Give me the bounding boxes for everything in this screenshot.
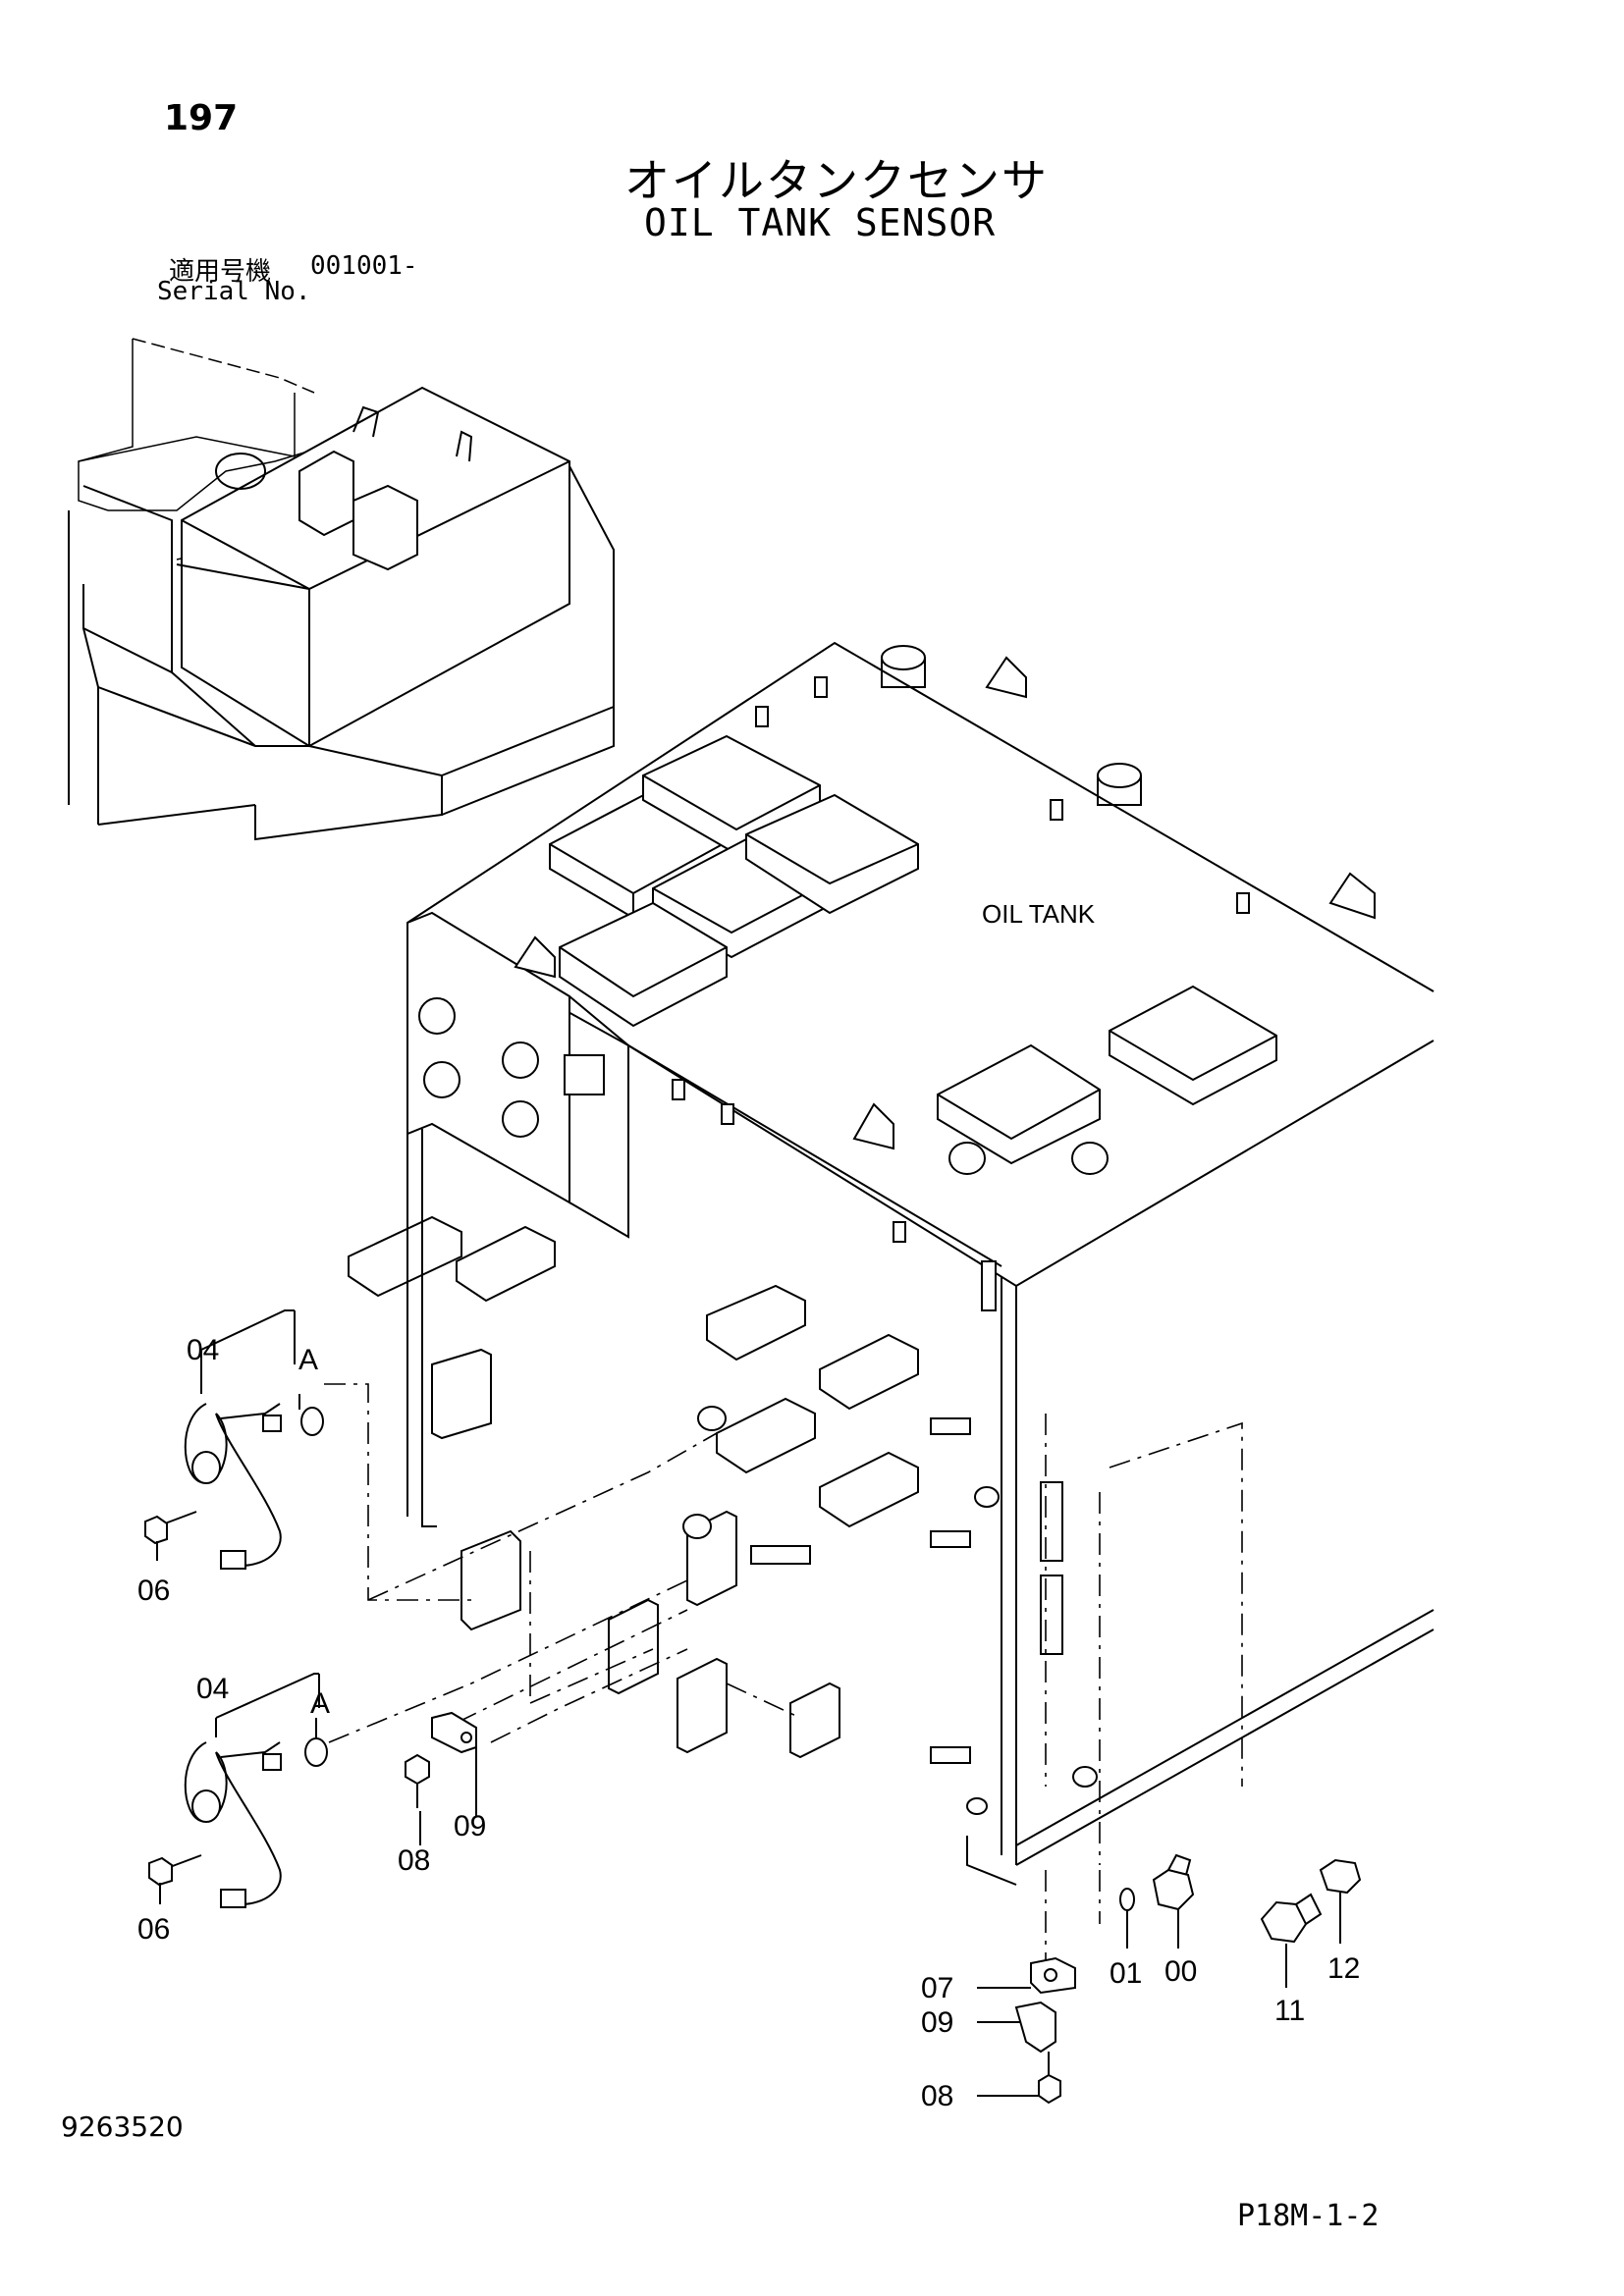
title-japanese: オイルタンクセンサ [624, 154, 1049, 207]
callout-01-washer: 01 [1110, 1957, 1142, 1990]
callout-09-middle: 09 [454, 1810, 486, 1842]
callout-11-adapter: 11 [1274, 1995, 1305, 2027]
callout-04-upper: 04 [187, 1334, 219, 1366]
oil-tank-drawing [348, 641, 1435, 1886]
callout-a-upper: A [298, 1344, 318, 1376]
callout-08-middle: 08 [398, 1844, 430, 1877]
callout-07-bottom: 07 [921, 1972, 953, 2004]
clip-and-bolt [405, 1711, 477, 1845]
lower-sensor-harness [148, 1673, 328, 1908]
title-english: OIL TANK SENSOR [644, 201, 997, 244]
callout-06-lower: 06 [137, 1913, 170, 1946]
callout-06-upper: 06 [137, 1575, 170, 1607]
oil-tank-label: OIL TANK [982, 899, 1096, 929]
serial-value: 001001- [310, 251, 418, 281]
part-number: 9263520 [61, 2110, 184, 2143]
leader-lines [324, 1383, 1243, 1963]
callout-12-plug: 12 [1327, 1952, 1360, 1985]
sensor-parts [1119, 1853, 1362, 1988]
callout-09-bottom: 09 [921, 2006, 953, 2039]
callout-08-bottom: 08 [921, 2080, 953, 2112]
callout-04-lower: 04 [196, 1673, 229, 1705]
callout-00-sensor: 00 [1164, 1955, 1197, 1988]
serial-label-japanese: 適用号機 [169, 257, 272, 287]
page-number: 197 [164, 98, 239, 138]
upper-sensor-harness [144, 1309, 324, 1570]
bottom-bracket-assembly [977, 1956, 1076, 2105]
callout-a-lower: A [310, 1687, 330, 1720]
serial-label-english: Serial No. [157, 277, 311, 306]
machine-overview-drawing [68, 338, 615, 841]
page-code: P18M-1-2 [1237, 2199, 1380, 2233]
